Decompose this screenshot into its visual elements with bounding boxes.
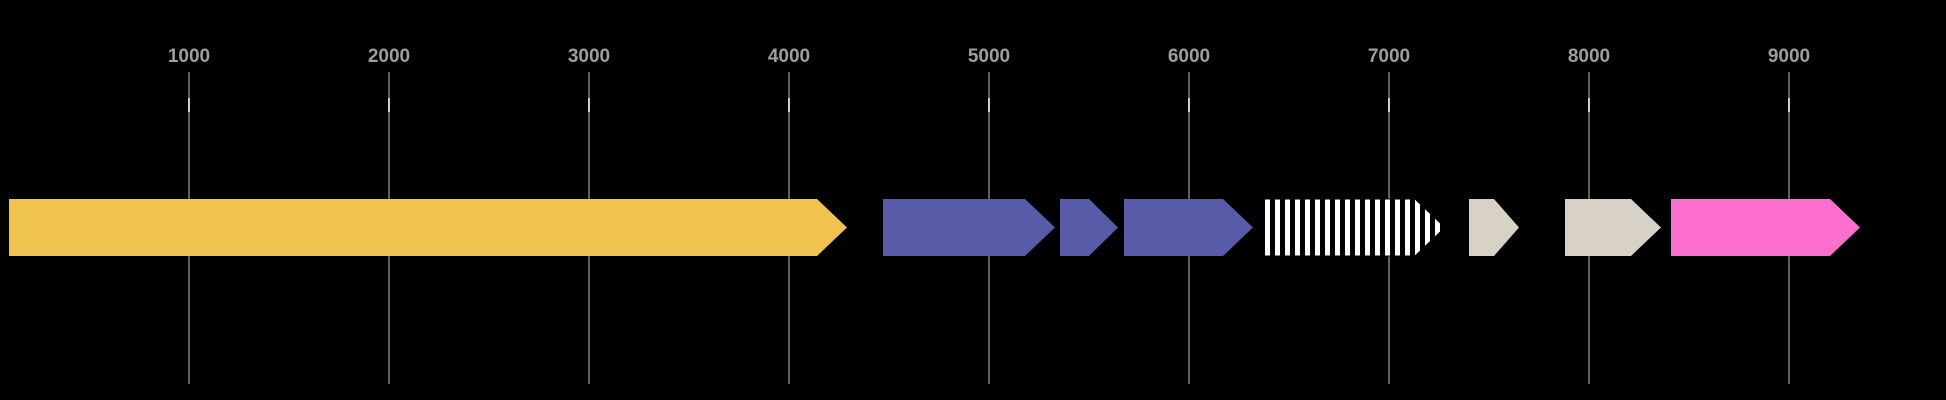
axis-tick-label: 9000 (1768, 46, 1810, 67)
axis-tick-label: 8000 (1568, 46, 1610, 67)
features-layer (9, 198, 1860, 257)
axis-layer: 1000 2000 3000 4000 5000 6000 7000 8000 9000 (168, 46, 1810, 384)
axis-tick-label: 5000 (968, 46, 1010, 67)
gene-arrow-8 (1671, 199, 1860, 256)
gene-arrow-4 (1124, 199, 1253, 256)
axis-tick-label: 3000 (568, 46, 610, 67)
gene-arrow-6 (1469, 199, 1519, 256)
gene-arrow-3 (1060, 199, 1118, 256)
axis-tick-label: 4000 (768, 46, 810, 67)
axis-tick-label: 1000 (168, 46, 210, 67)
axis-tick-label: 7000 (1368, 46, 1410, 67)
axis-tick-label: 6000 (1168, 46, 1210, 67)
axis-tick-label: 2000 (368, 46, 410, 67)
gene-arrow-7 (1565, 199, 1661, 256)
gene-arrow-1 (9, 199, 847, 256)
gene-arrow-2 (883, 199, 1055, 256)
gene-arrow-5 (1260, 198, 1446, 257)
